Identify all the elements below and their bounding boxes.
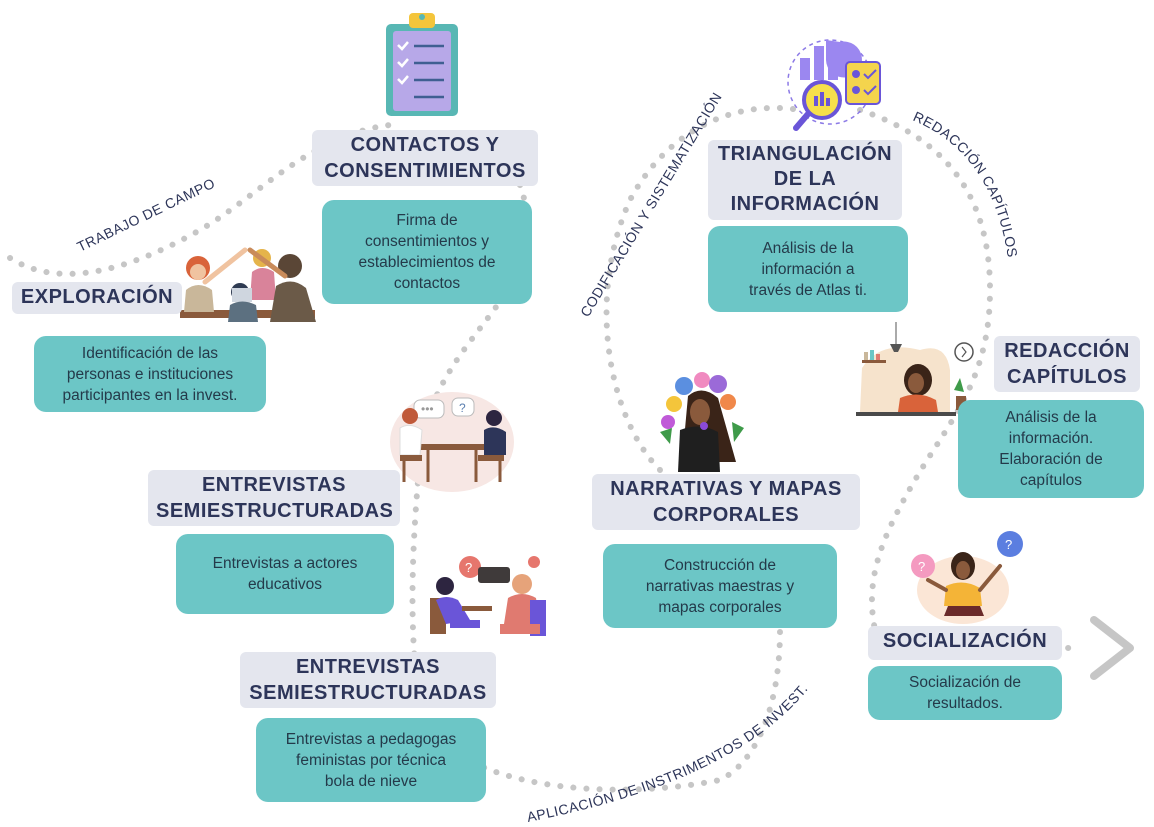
interview-illustration-1: ••• ? bbox=[390, 392, 514, 492]
interview-illustration-2: ? bbox=[430, 556, 546, 636]
svg-text:?: ? bbox=[1005, 537, 1012, 552]
arrow-end-icon bbox=[1090, 616, 1134, 680]
entrevistas-2-description: Entrevistas a pedagogas feministas por t… bbox=[256, 718, 486, 802]
svg-text:CODIFICACIÓN Y SISTEMATIZACIÓN: CODIFICACIÓN Y SISTEMATIZACIÓN bbox=[577, 89, 725, 319]
svg-text:?: ? bbox=[918, 559, 925, 574]
triangulacion-description: Análisis de la información a través de A… bbox=[708, 226, 908, 312]
exploracion-title: EXPLORACIÓN bbox=[12, 282, 182, 314]
path-aplicacion bbox=[437, 627, 783, 793]
socializacion-title: SOCIALIZACIÓN bbox=[868, 626, 1062, 660]
redaccion-title: REDACCIÓN CAPÍTULOS bbox=[994, 336, 1140, 392]
svg-text:TRABAJO DE CAMPO: TRABAJO DE CAMPO bbox=[74, 175, 217, 255]
exploracion-description: Identificación de las personas e institu… bbox=[34, 336, 266, 412]
entrevistas-1-description: Entrevistas a actores educativos bbox=[176, 534, 394, 614]
svg-text:?: ? bbox=[459, 401, 466, 415]
clipboard-icon bbox=[386, 13, 458, 116]
svg-text:•••: ••• bbox=[421, 402, 434, 416]
svg-text:APLICACIÓN DE INSTRIMENTOS DE: APLICACIÓN DE INSTRIMENTOS DE INVEST. bbox=[525, 681, 810, 825]
path-label-codificacion: CODIFICACIÓN Y SISTEMATIZACIÓN bbox=[577, 89, 725, 319]
woman-questions-illustration: ? ? bbox=[911, 531, 1023, 624]
svg-text:?: ? bbox=[465, 560, 472, 575]
team-highfive-illustration bbox=[180, 247, 316, 322]
path-redaccion bbox=[857, 107, 994, 633]
triangulacion-title: TRIANGULACIÓN DE LA INFORMACIÓN bbox=[708, 140, 902, 220]
narrativas-title: NARRATIVAS Y MAPAS CORPORALES bbox=[592, 474, 860, 530]
analytics-icon bbox=[787, 39, 881, 131]
contactos-description: Firma de consentimientos y establecimien… bbox=[322, 200, 532, 304]
redaccion-description: Análisis de la información. Elaboración … bbox=[958, 400, 1144, 498]
socializacion-description: Socialización de resultados. bbox=[868, 666, 1062, 720]
entrevistas-1-title: ENTREVISTAS SEMIESTRUCTURADAS bbox=[148, 470, 400, 526]
path-codificacion bbox=[603, 104, 803, 473]
woman-flowers-illustration bbox=[660, 372, 744, 472]
narrativas-description: Construcción de narrativas maestras y ma… bbox=[603, 544, 837, 628]
path-label-aplicacion: APLICACIÓN DE INSTRIMENTOS DE INVEST. bbox=[525, 681, 810, 825]
entrevistas-2-title: ENTREVISTAS SEMIESTRUCTURADAS bbox=[240, 652, 496, 708]
path-label-trabajo: TRABAJO DE CAMPO bbox=[74, 175, 217, 255]
woman-writing-illustration bbox=[856, 322, 974, 416]
contactos-title: CONTACTOS Y CONSENTIMIENTOS bbox=[312, 130, 538, 186]
